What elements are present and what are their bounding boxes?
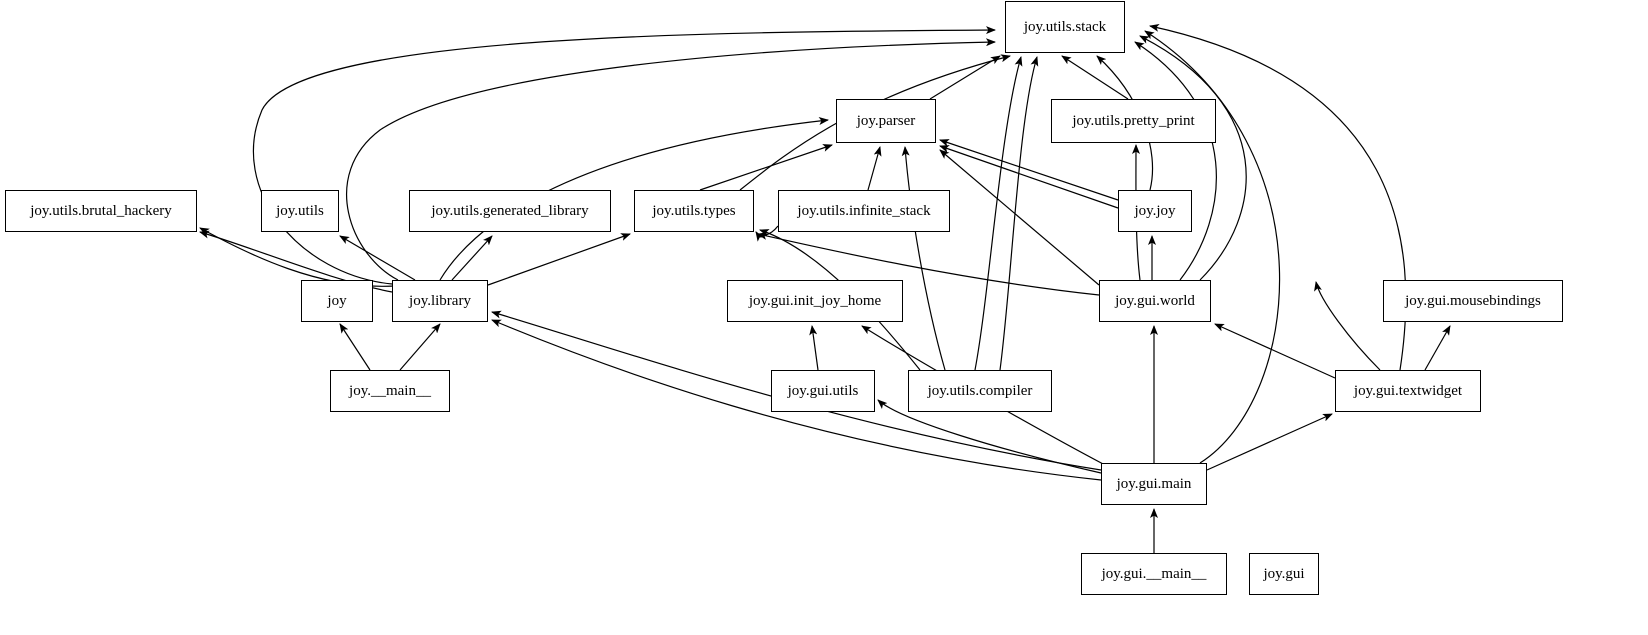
graph-node-label: joy.utils.pretty_print bbox=[1072, 112, 1195, 129]
graph-node-label: joy.gui.textwidget bbox=[1353, 382, 1463, 399]
graph-edge-joy-library-to-joy-utils-stack bbox=[345, 38, 996, 281]
graph-edge-joy-library-to-joy-utils-generated-library bbox=[451, 235, 493, 281]
graph-node-label: joy.gui.main bbox=[1116, 475, 1192, 492]
graph-node-joy-utils-stack[interactable]: joy.utils.stack bbox=[1005, 1, 1125, 53]
graph-edge-joy-gui-world-to-joy-parser bbox=[939, 149, 1100, 286]
graph-node-joy-joy[interactable]: joy.joy bbox=[1118, 190, 1192, 232]
graph-edge-joy-main--to-joy bbox=[339, 323, 371, 371]
graph-node-joy-gui-textwidget[interactable]: joy.gui.textwidget bbox=[1335, 370, 1481, 412]
graph-node-joy-gui-main[interactable]: joy.gui.main bbox=[1101, 463, 1207, 505]
graph-edge-joy-parser-to-joy-utils-stack bbox=[929, 55, 1001, 100]
graph-node-label: joy.utils.types bbox=[652, 202, 736, 219]
graph-edge-joy-library-to-joy-utils-brutal-hackery bbox=[199, 227, 395, 287]
graph-node-label: joy.utils.infinite_stack bbox=[797, 202, 931, 219]
graph-edge-joy-library-to-joy-utils-types bbox=[487, 233, 631, 286]
graph-edge-joy-gui-main-to-joy-utils-stack bbox=[1144, 30, 1281, 464]
graph-edge-joy-joy-to-joy-parser bbox=[939, 145, 1119, 209]
graph-edge-joy-gui-textwidget-to-joy-gui-mousebindings bbox=[1424, 325, 1451, 371]
graph-node-label: joy.library bbox=[409, 292, 471, 309]
graph-node-label: joy.gui.utils bbox=[787, 382, 859, 399]
graph-node-label: joy.utils.brutal_hackery bbox=[30, 202, 172, 219]
graph-node-joy-gui[interactable]: joy.gui bbox=[1249, 553, 1319, 595]
graph-node-joy-library[interactable]: joy.library bbox=[392, 280, 488, 322]
graph-node-joy-gui-init-joy-home[interactable]: joy.gui.init_joy_home bbox=[727, 280, 903, 322]
graph-node-joy-utils-compiler[interactable]: joy.utils.compiler bbox=[908, 370, 1052, 412]
graph-node-label: joy.__main__ bbox=[349, 382, 431, 399]
graph-node-joy-utils-generated-library[interactable]: joy.utils.generated_library bbox=[409, 190, 611, 232]
graph-edge-joy-utils-types-to-joy-parser bbox=[699, 144, 833, 191]
graph-node-label: joy.utils.compiler bbox=[927, 382, 1033, 399]
graph-node-joy-gui-world[interactable]: joy.gui.world bbox=[1099, 280, 1211, 322]
graph-node-label: joy.gui.mousebindings bbox=[1405, 292, 1541, 309]
graph-edge-joy-gui-textwidget-to-joy-gui-world bbox=[1214, 323, 1336, 379]
graph-node-label: joy.gui bbox=[1263, 565, 1305, 582]
graph-node-joy-gui-main[interactable]: joy.gui.__main__ bbox=[1081, 553, 1227, 595]
graph-edge-joy-gui-world-to-joy-utils-stack bbox=[1134, 41, 1217, 281]
graph-node-label: joy.joy bbox=[1134, 202, 1176, 219]
graph-edge-joy-utils-infinite-stack-to-joy-utils-types bbox=[755, 225, 779, 242]
graph-edge-joy-library-to-joy-utils bbox=[339, 235, 416, 281]
graph-edge-joy-main--to-joy-library bbox=[399, 323, 441, 371]
graph-edge-joy-utils-compiler-to-joy-utils-stack bbox=[999, 56, 1039, 371]
graph-edge-joy-utils-pretty-print-to-joy-utils-stack bbox=[1061, 55, 1129, 100]
graph-node-joy-utils-brutal-hackery[interactable]: joy.utils.brutal_hackery bbox=[5, 190, 197, 232]
graph-edge-joy-gui-textwidget-to-joy-gui-world bbox=[1314, 281, 1381, 371]
graph-node-label: joy.gui.world bbox=[1115, 292, 1195, 309]
graph-node-joy-utils-types[interactable]: joy.utils.types bbox=[634, 190, 754, 232]
graph-node-joy[interactable]: joy bbox=[301, 280, 373, 322]
graph-node-label: joy.utils bbox=[276, 202, 324, 219]
graph-node-label: joy.gui.init_joy_home bbox=[748, 292, 882, 309]
graph-node-joy-main[interactable]: joy.__main__ bbox=[330, 370, 450, 412]
graph-node-joy-utils-pretty-print[interactable]: joy.utils.pretty_print bbox=[1051, 99, 1216, 143]
graph-edge-joy-gui-utils-to-joy-gui-init-joy-home bbox=[809, 325, 819, 371]
graph-edge-joy-utils-infinite-stack-to-joy-parser bbox=[867, 146, 882, 191]
graph-edge-joy-utils-compiler-to-joy-parser bbox=[901, 146, 946, 371]
graph-edge-joy-library-to-joy-utils-stack bbox=[252, 26, 996, 285]
graph-node-label: joy.utils.stack bbox=[1023, 18, 1107, 35]
graph-node-label: joy.gui.__main__ bbox=[1101, 565, 1207, 582]
graph-node-joy-parser[interactable]: joy.parser bbox=[836, 99, 936, 143]
graph-node-joy-gui-mousebindings[interactable]: joy.gui.mousebindings bbox=[1383, 280, 1563, 322]
graph-node-joy-utils-infinite-stack[interactable]: joy.utils.infinite_stack bbox=[778, 190, 950, 232]
graph-edge-joy-gui-main-to-joy-gui-textwidget bbox=[1206, 413, 1333, 471]
graph-edge-joy-utils-compiler-to-joy-utils-stack bbox=[974, 56, 1023, 371]
graph-edge-joy-joy-to-joy-parser bbox=[939, 139, 1119, 201]
graph-node-joy-utils[interactable]: joy.utils bbox=[261, 190, 339, 232]
graph-node-label: joy.parser bbox=[856, 112, 916, 129]
graph-node-joy-gui-utils[interactable]: joy.gui.utils bbox=[771, 370, 875, 412]
graph-node-label: joy bbox=[327, 292, 347, 309]
graph-node-label: joy.utils.generated_library bbox=[431, 202, 589, 219]
graph-edge-joy-gui-world-to-joy-utils-stack bbox=[1139, 35, 1247, 281]
